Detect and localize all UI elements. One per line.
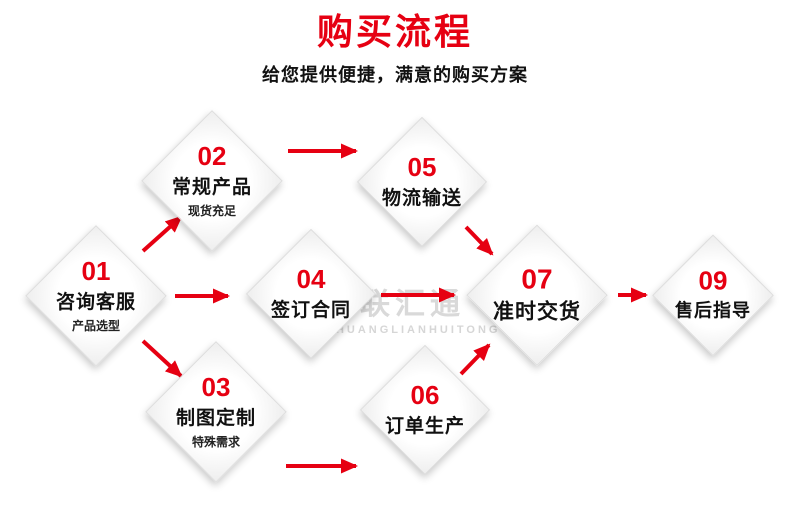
node-title: 订单生产 — [384, 416, 465, 438]
node-number: 02 — [197, 140, 227, 171]
node-content: 07 准时交货 — [493, 264, 581, 325]
node-number: 06 — [410, 379, 440, 410]
flow-node-07-on-time-delivery: 07 准时交货 — [462, 224, 612, 366]
node-number: 01 — [81, 255, 111, 286]
flow-node-01-consult: 01 咨询客服 产品选型 — [21, 225, 171, 367]
node-title: 准时交货 — [493, 300, 581, 324]
flow-node-02-standard-product: 02 常规产品 现货充足 — [137, 110, 287, 252]
arrow-01-to-03 — [141, 339, 183, 378]
node-subtitle: 特殊需求 — [191, 435, 240, 450]
arrow-06-to-07 — [459, 343, 491, 376]
flow-node-09-after-sales: 09 售后指导 — [638, 234, 788, 356]
node-content: 03 制图定制 特殊需求 — [175, 371, 256, 450]
node-subtitle: 现货充足 — [187, 204, 236, 219]
node-title: 售后指导 — [675, 300, 751, 321]
header: 购买流程 给您提供便捷，满意的购买方案 — [0, 12, 790, 87]
flow-node-04-sign-contract: 04 签订合同 — [236, 228, 386, 360]
node-number: 04 — [296, 263, 326, 294]
node-content: 01 咨询客服 产品选型 — [55, 255, 136, 334]
node-content: 04 签订合同 — [270, 263, 351, 322]
node-number: 07 — [521, 263, 553, 295]
page-subtitle: 给您提供便捷，满意的购买方案 — [262, 64, 528, 85]
node-title: 咨询客服 — [55, 292, 136, 314]
flow-node-03-custom-drawing: 03 制图定制 特殊需求 — [141, 341, 291, 483]
node-title: 常规产品 — [171, 177, 252, 199]
node-content: 06 订单生产 — [384, 379, 465, 438]
page-title: 购买流程 — [316, 11, 473, 52]
node-subtitle: 产品选型 — [71, 319, 120, 334]
node-content: 05 物流输送 — [381, 151, 462, 210]
node-title: 物流输送 — [381, 188, 462, 210]
arrow-05-to-07 — [464, 225, 494, 256]
flow-node-06-order-production: 06 订单生产 — [350, 344, 500, 476]
node-number: 03 — [201, 371, 231, 402]
node-number: 05 — [407, 151, 437, 182]
node-number: 09 — [698, 265, 728, 296]
node-title: 签订合同 — [270, 300, 351, 322]
flow-node-05-logistics: 05 物流输送 — [347, 116, 497, 248]
node-content: 09 售后指导 — [675, 267, 751, 322]
node-content: 02 常规产品 现货充足 — [171, 140, 252, 219]
node-title: 制图定制 — [175, 408, 256, 430]
arrow-01-to-02 — [141, 215, 183, 253]
